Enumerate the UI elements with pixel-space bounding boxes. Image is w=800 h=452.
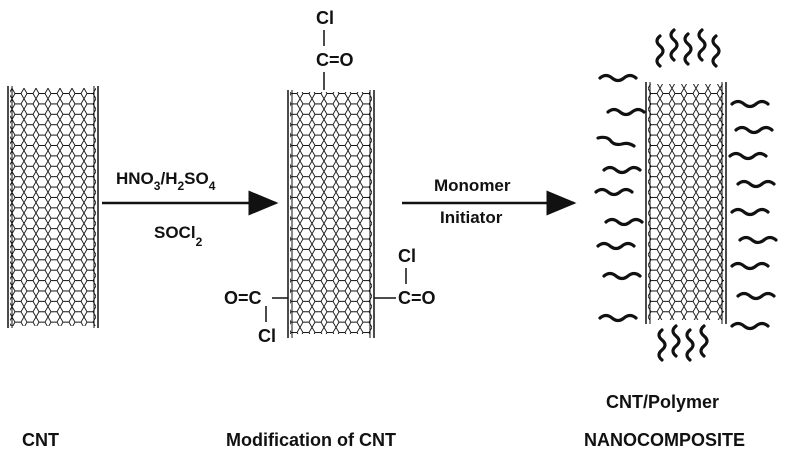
carbonyl-label: O=C [224,288,262,308]
chlorine-label: Cl [258,326,276,346]
polymer-chain [730,321,770,331]
polymer-chains [594,28,778,362]
polymer-chain [699,324,709,358]
polymer-chain [604,217,644,227]
acyl-chloride-left: O=C Cl [224,288,288,346]
composite-caption-line1: CNT/Polymer [606,392,719,412]
polymer-chain [602,165,642,175]
modified-cnt-tube [287,90,375,338]
polymer-chain [596,241,636,251]
composite-caption-line2: NANOCOMPOSITE [584,430,745,450]
cnt-caption: CNT [22,430,59,450]
carbonyl-label: C=O [398,288,436,308]
polymer-chain [606,107,646,117]
polymer-chain [598,73,638,83]
acyl-chloride-right: Cl C=O [374,246,436,308]
polymer-chain [730,261,770,271]
arrow-step-1: HNO3/H2SO4 SOCl2 [102,169,279,249]
polymer-chain [594,187,634,197]
modification-caption: Modification of CNT [226,430,396,450]
cnt-tube [7,86,99,328]
acyl-chloride-top: Cl C=O [316,8,354,90]
polymer-chain [598,313,638,323]
chlorine-label: Cl [398,246,416,266]
polymer-chain [671,324,681,358]
polymer-chain [685,328,695,362]
arrow-step-2: Monomer Initiator [402,176,577,227]
polymer-chain [596,135,636,148]
polymer-chain [738,235,778,245]
polymer-chain [736,291,776,301]
polymer-chain [697,28,707,62]
polymer-chain [728,151,768,161]
polymer-chain [711,34,721,68]
polymer-chain [655,34,665,68]
reagent-thionyl-chloride: SOCl2 [154,223,203,249]
polymer-chain [669,28,679,62]
polymer-chain [730,207,770,217]
nanocomposite-tube [645,82,727,324]
polymer-chain [734,125,774,135]
polymer-chain [602,271,642,281]
reagent-nitric-sulfuric: HNO3/H2SO4 [116,169,216,193]
initiator-label: Initiator [440,208,503,227]
carbonyl-label: C=O [316,50,354,70]
polymer-chain [736,179,776,189]
polymer-chain [657,328,667,362]
chlorine-label: Cl [316,8,334,28]
polymer-chain [730,99,770,109]
monomer-label: Monomer [434,176,511,195]
polymer-chain [683,32,693,66]
